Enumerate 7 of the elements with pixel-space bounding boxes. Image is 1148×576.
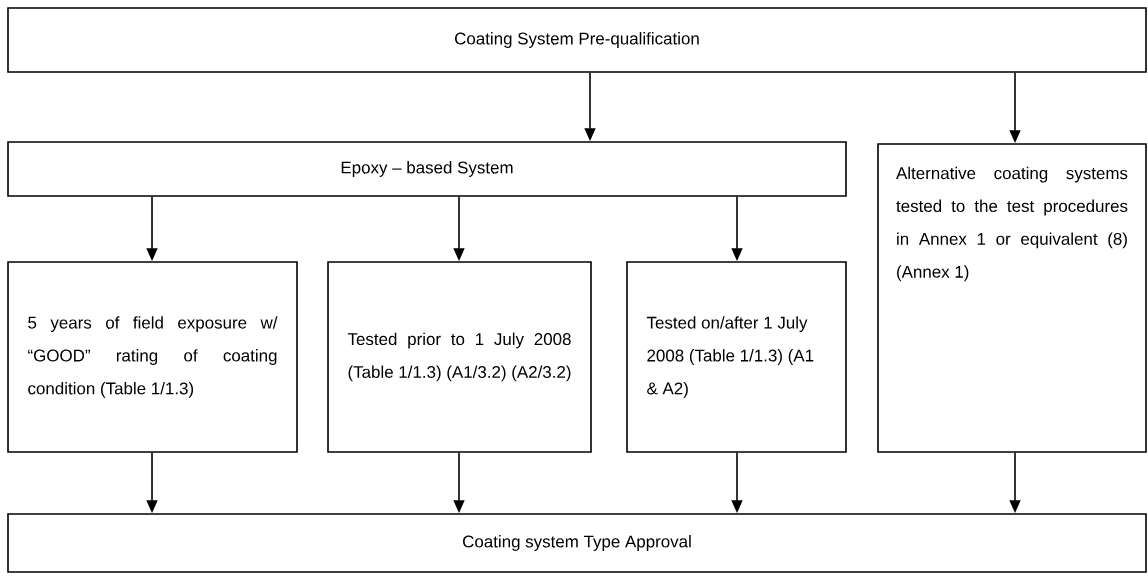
process-box: Coating system Type Approval — [7, 513, 1147, 573]
process-box: Coating System Pre-qualification — [7, 7, 1147, 73]
process-box: Tested on/after 1 July 2008 (Table 1/1.3) (A1 & A2) — [626, 261, 847, 453]
process-box: 5 years of field exposure w/ “GOOD” rating of coating condition (Table 1/1.3) — [7, 261, 298, 453]
process-box: Epoxy – based System — [7, 141, 847, 197]
process-box: Tested prior to 1 July 2008 (Table 1/1.3) (A1/3.2) (A2/3.2) — [327, 261, 592, 453]
process-box: Alternative coating systems tested to the test procedures in Annex 1 or equivalent (8) (Annex 1) — [877, 143, 1147, 453]
